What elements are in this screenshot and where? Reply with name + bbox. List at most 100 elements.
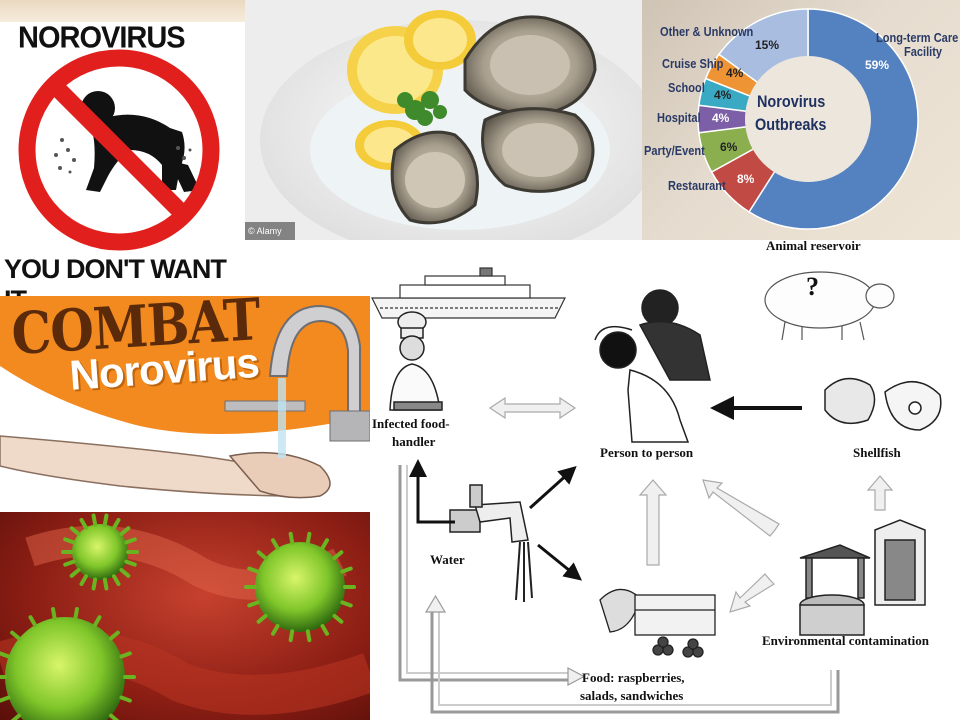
label-long-term-care-1: Long-term Care	[876, 30, 959, 45]
virus-spike	[79, 517, 88, 530]
top-strip	[0, 0, 245, 22]
label-water: Water	[430, 552, 465, 567]
food-icon	[599, 588, 716, 658]
virus-spike	[119, 651, 132, 659]
label-environmental: Environmental contamination	[762, 633, 929, 648]
virus-spike	[79, 574, 88, 587]
oyster-photo-panel: © Alamy	[245, 0, 642, 240]
person-to-person-icon	[594, 289, 711, 443]
virus-spike	[256, 550, 268, 561]
virus-spike	[332, 613, 344, 624]
virus-spike	[93, 615, 102, 628]
virus-spike	[112, 574, 121, 587]
sign-subtitle: YOU DON'T WANT IT	[4, 254, 227, 296]
virus-spike	[102, 513, 109, 527]
virus-spike	[288, 629, 295, 643]
donut-center-line2: Outbreaks	[755, 115, 827, 134]
food-handler-icon	[389, 311, 443, 411]
pct-school: 4%	[714, 88, 732, 102]
oysters-lemon-plate-icon	[245, 0, 642, 240]
label-cruise-ship: Cruise Ship	[662, 56, 724, 71]
virus-spike	[28, 615, 37, 628]
transmission-diagram	[371, 267, 942, 714]
label-food-1: Food: raspberries,	[582, 670, 685, 685]
transmission-diagram-panel: Animal reservoir ? Infected food- handle…	[370, 240, 960, 720]
pct-hospital: 4%	[712, 111, 730, 125]
environmental-contamination-icon	[799, 519, 926, 636]
green-virus-particles-icon	[0, 513, 370, 720]
virus-spike	[10, 630, 22, 641]
virus-spike	[51, 607, 57, 620]
virus-spike	[119, 567, 131, 578]
label-question-mark: ?	[806, 272, 819, 301]
label-animal-reservoir: Animal reservoir	[766, 240, 861, 253]
pct-cruise-ship: 4%	[726, 66, 744, 80]
label-food-2: salads, sandwiches	[580, 688, 684, 703]
label-hospital: Hospital	[657, 110, 701, 125]
label-party-event: Party/Event	[644, 143, 705, 158]
label-person-to-person: Person to person	[600, 445, 694, 460]
virus-spike	[247, 566, 260, 574]
pct-party-event: 6%	[720, 140, 738, 154]
photo-watermark: © Alamy	[248, 226, 282, 236]
pig-icon	[764, 271, 895, 341]
virus-spike	[91, 577, 98, 591]
donut-center-line1: Norovirus	[757, 92, 826, 111]
label-school: School	[668, 80, 705, 95]
virus-spike	[340, 600, 353, 608]
virus-spike	[91, 513, 98, 527]
label-long-term-care-2: Facility	[904, 44, 943, 59]
virus-spike	[320, 623, 329, 636]
cruise-ship-icon	[371, 267, 566, 319]
virus-spike	[305, 629, 312, 643]
virus-spike	[288, 531, 295, 545]
virus-spike	[108, 713, 120, 720]
label-other-unknown: Other & Unknown	[660, 24, 754, 39]
virus-particles-panel	[0, 512, 370, 720]
virus-spike	[340, 566, 353, 574]
virus-spike	[247, 600, 260, 608]
virus-spike	[332, 550, 344, 561]
pct-other-unknown: 15%	[755, 38, 780, 52]
handwashing-faucet-icon	[0, 304, 370, 512]
norovirus-sign-panel: NOROVIRUS YOU DON'T WANT IT	[0, 0, 245, 296]
virus-spike	[102, 577, 109, 591]
virus-spike	[112, 517, 121, 530]
combat-norovirus-panel: COMBAT Norovirus	[0, 296, 370, 512]
virus-spike	[119, 526, 131, 537]
label-shellfish: Shellfish	[853, 445, 901, 460]
label-infected-1: Infected food-	[372, 416, 450, 431]
virus-spike	[10, 713, 22, 720]
virus-spike	[124, 559, 137, 567]
outbreak-donut	[697, 8, 919, 230]
no-vomiting-sign-icon	[18, 49, 220, 251]
virus-spike	[320, 538, 329, 551]
virus-spike	[256, 613, 268, 624]
virus-spike	[305, 531, 312, 545]
virus-spike	[108, 630, 120, 641]
virus-spike	[0, 651, 11, 659]
virus-spike	[73, 607, 79, 620]
virus-spike	[271, 623, 280, 636]
label-restaurant: Restaurant	[668, 178, 726, 193]
virus-spike	[69, 567, 81, 578]
virus-spike	[69, 526, 81, 537]
water-faucet-icon	[449, 484, 533, 602]
virus-particle-small	[72, 524, 128, 580]
virus-particle-large	[5, 617, 125, 720]
virus-spike	[0, 695, 11, 703]
pct-restaurant: 8%	[737, 172, 755, 186]
shellfish-icon	[824, 377, 942, 431]
outbreak-donut-panel: Norovirus Outbreaks Long-term Care Facil…	[642, 0, 960, 240]
label-infected-2: handler	[392, 434, 436, 449]
donut-slices	[697, 8, 919, 230]
virus-spike	[63, 559, 76, 567]
virus-spike	[271, 538, 280, 551]
virus-spike	[119, 695, 132, 703]
donut-center	[745, 56, 871, 182]
pct-long-term-care: 59%	[865, 58, 890, 72]
sign-title: NOROVIRUS	[18, 21, 186, 55]
virus-particle-right	[255, 542, 345, 632]
virus-spike	[63, 537, 76, 545]
virus-spike	[124, 537, 137, 545]
